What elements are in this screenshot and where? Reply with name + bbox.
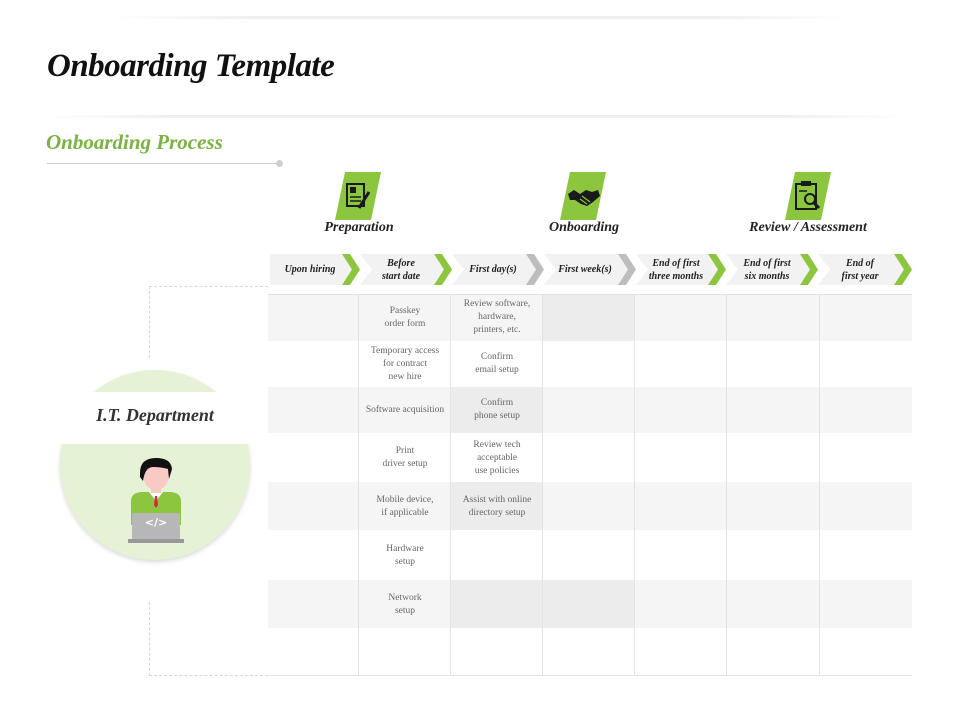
timeline-arrow — [452, 254, 544, 285]
timeline-arrow — [726, 254, 818, 285]
task-cell: Review tech acceptable use policies — [473, 440, 521, 476]
task-cell: Network setup — [388, 593, 422, 616]
task-cell: Temporary access for contract new hire — [370, 346, 440, 382]
department-label-band — [60, 392, 250, 444]
table-cell-shaded — [451, 580, 635, 628]
timeline-label: First week(s) — [558, 264, 612, 275]
section-subtitle: Onboarding Process — [46, 130, 223, 154]
task-cell: Confirm email setup — [475, 352, 519, 375]
task-cell: Confirm phone setup — [474, 398, 520, 421]
document-pen-icon — [335, 172, 381, 220]
task-cell: Review software, hardware, printers, etc… — [463, 299, 531, 335]
table-column-divider — [358, 294, 359, 676]
timeline-arrow — [544, 254, 636, 285]
table-column-divider — [450, 294, 451, 676]
phase-label-onboarding: Onboarding — [548, 220, 620, 235]
department-label: I.T. Department — [96, 405, 214, 425]
page-title: Onboarding Template — [47, 48, 335, 84]
developer-avatar-icon — [128, 458, 184, 543]
timeline-label: End of first six months — [743, 257, 791, 282]
table-row-band — [268, 482, 912, 530]
task-cell: Print driver setup — [382, 446, 428, 469]
timeline-label: Before start date — [381, 257, 421, 282]
table-bottom-border — [268, 675, 912, 676]
title-divider — [40, 115, 910, 118]
department-bracket-bottom — [149, 675, 268, 676]
timeline-arrow — [636, 254, 726, 285]
timeline-label: First day(s) — [469, 264, 517, 275]
department-bracket-left — [149, 286, 150, 358]
timeline-label: End of first year — [841, 257, 879, 282]
table-column-divider — [819, 294, 820, 676]
subtitle-underline-dot — [276, 160, 283, 167]
table-row-band — [268, 387, 912, 433]
handshake-icon — [560, 172, 606, 220]
timeline-arrow — [360, 254, 452, 285]
table-top-border — [268, 294, 912, 295]
table-column-divider — [542, 294, 543, 676]
task-cell: Mobile device, if applicable — [376, 495, 434, 518]
table-cell-shaded — [451, 482, 543, 530]
task-cell: Software acquisition — [365, 405, 445, 415]
top-divider — [110, 16, 850, 19]
timeline-label: Upon hiring — [284, 264, 336, 275]
code-glyph: </> — [144, 516, 168, 529]
timeline-arrow — [818, 254, 912, 285]
department-bracket-left — [149, 602, 150, 676]
phase-label-review-assessment: Review / Assessment — [749, 220, 867, 235]
task-cell: Passkey order form — [384, 306, 426, 329]
table-column-divider — [634, 294, 635, 676]
task-cell: Hardware setup — [386, 544, 424, 567]
phase-label-preparation: Preparation — [324, 220, 394, 235]
subtitle-underline — [47, 163, 279, 164]
table-column-divider — [726, 294, 727, 676]
timeline-label: End of first three months — [648, 257, 704, 282]
timeline-arrow — [270, 254, 360, 285]
clipboard-magnifier-icon — [785, 172, 831, 220]
task-cell: Assist with online directory setup — [462, 495, 532, 518]
table-cell-shaded — [451, 387, 543, 433]
department-bracket-top — [149, 286, 268, 288]
table-cell-shaded — [543, 294, 635, 341]
